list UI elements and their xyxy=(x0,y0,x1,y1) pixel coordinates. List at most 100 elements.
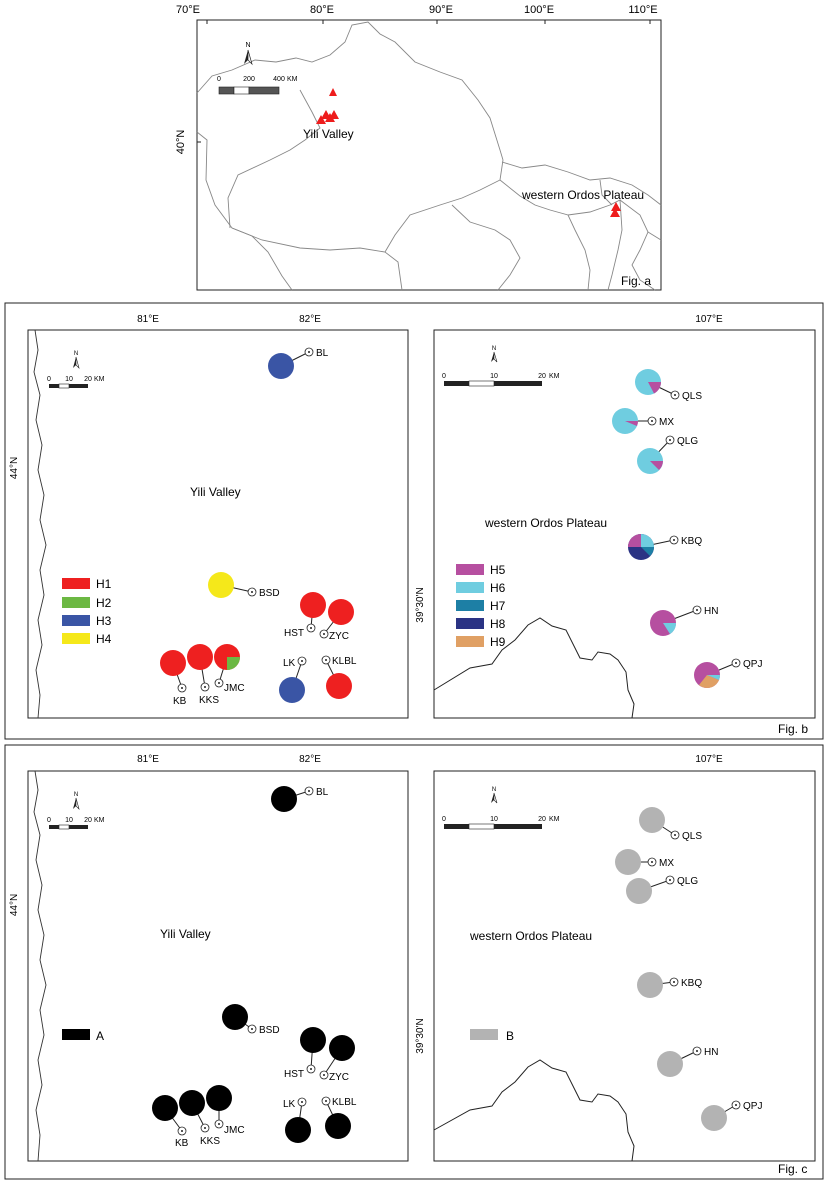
fig-a-lon-tick: 100°E xyxy=(524,4,554,16)
svg-text:20: 20 xyxy=(84,376,92,383)
fig-b-label: Fig. b xyxy=(778,722,808,736)
svg-text:N: N xyxy=(74,792,78,798)
fig-c-left-border-line xyxy=(33,770,47,1162)
pie-BL xyxy=(268,353,294,379)
fig-c-left-legend: A xyxy=(62,1029,104,1043)
fig-b-right-site-labels: QLS MX QLG KBQ HN QPJ xyxy=(659,391,762,670)
marker-ZYC xyxy=(329,1035,355,1061)
svg-text:KLBL: KLBL xyxy=(332,656,357,667)
fig-c-right-north-arrow: N xyxy=(491,787,498,804)
fig-b-left-pies xyxy=(160,353,354,703)
svg-text:MX: MX xyxy=(659,858,674,869)
svg-text:H9: H9 xyxy=(490,635,506,649)
pie-KLBL xyxy=(326,673,352,699)
region-label: western Ordos Plateau xyxy=(484,516,607,530)
svg-text:BSD: BSD xyxy=(259,588,280,599)
svg-text:0: 0 xyxy=(217,76,221,83)
marker-KLBL xyxy=(325,1113,351,1139)
fig-b-right-pies xyxy=(612,369,720,688)
fig-b-right-site-dots xyxy=(651,394,737,664)
svg-text:JMC: JMC xyxy=(224,683,245,694)
svg-text:LK: LK xyxy=(283,1099,296,1110)
svg-text:44°N: 44°N xyxy=(9,457,20,479)
fig-b-right-map: 107°E 39°30'N N 0 10 20 KM western Ordos… xyxy=(415,314,816,719)
svg-text:10: 10 xyxy=(65,817,73,824)
pie-QLG xyxy=(637,448,663,474)
fig-b-right-scale-bar: 0 10 20 KM xyxy=(442,373,560,387)
pie-BSD xyxy=(208,572,234,598)
svg-text:H5: H5 xyxy=(490,563,506,577)
fig-c-left-map: 81°E 82°E 44°N N 0 10 20 KM Yili Valley xyxy=(9,754,409,1162)
svg-text:QLS: QLS xyxy=(682,391,702,402)
svg-text:KM: KM xyxy=(287,76,298,83)
svg-text:H8: H8 xyxy=(490,617,506,631)
fig-c-left-scale-bar: 0 10 20 KM xyxy=(47,817,105,830)
fig-c-right-map: 107°E 39°30'N N 0 10 20 KM western Ordos… xyxy=(415,754,816,1162)
fig-c-right-border-line xyxy=(433,1059,635,1162)
svg-text:KBQ: KBQ xyxy=(681,978,702,989)
pie-HN xyxy=(650,610,677,636)
region-label: Yili Valley xyxy=(160,927,211,941)
marker-KB xyxy=(152,1095,178,1121)
fig-c-right-site-dots xyxy=(651,834,737,1106)
svg-text:KB: KB xyxy=(175,1138,189,1149)
svg-text:82°E: 82°E xyxy=(299,314,321,325)
svg-text:HST: HST xyxy=(284,628,304,639)
svg-text:QPJ: QPJ xyxy=(743,1101,762,1112)
fig-c-right-markers xyxy=(615,807,727,1131)
fig-b-right-frame xyxy=(433,329,816,719)
province-border-4 xyxy=(451,204,521,291)
svg-text:HN: HN xyxy=(704,1047,718,1058)
fig-a-sites-ordos xyxy=(610,202,621,217)
svg-text:KM: KM xyxy=(549,373,560,380)
fig-a-lat-tick: 40°N xyxy=(175,130,187,155)
marker-KKS xyxy=(179,1090,205,1116)
svg-text:KKS: KKS xyxy=(199,695,219,706)
svg-text:LK: LK xyxy=(283,658,296,669)
svg-text:ZYC: ZYC xyxy=(329,631,349,642)
marker-BSD xyxy=(222,1004,248,1030)
fig-b-panel: 81°E 82°E 44°N N 0 10 20 KM Yili Valley xyxy=(4,302,824,740)
svg-text:82°E: 82°E xyxy=(299,754,321,765)
fig-b-left-site-dots xyxy=(181,351,327,689)
svg-text:QLG: QLG xyxy=(677,436,698,447)
svg-text:107°E: 107°E xyxy=(695,314,723,325)
pie-ZYC xyxy=(328,599,354,625)
svg-text:KB: KB xyxy=(173,696,187,707)
marker-QPJ xyxy=(701,1105,727,1131)
pie-JMC xyxy=(214,644,240,670)
north-label: N xyxy=(245,42,250,49)
svg-text:BL: BL xyxy=(316,787,329,798)
svg-text:H4: H4 xyxy=(96,632,112,646)
svg-text:H7: H7 xyxy=(490,599,506,613)
fig-a-panel: 70°E 80°E 90°E 100°E 110°E 40°N xyxy=(175,4,662,291)
fig-a-sites-yili xyxy=(316,88,339,124)
fig-b-left-border-line xyxy=(33,329,47,719)
fig-c-panel: 81°E 82°E 44°N N 0 10 20 KM Yili Valley xyxy=(4,744,824,1180)
fig-c-left-site-dots xyxy=(181,790,327,1132)
marker-HST xyxy=(300,1027,326,1053)
svg-text:H3: H3 xyxy=(96,614,112,628)
fig-a-lon-tick: 80°E xyxy=(310,4,334,16)
region-label: Yili Valley xyxy=(190,485,241,499)
svg-text:0: 0 xyxy=(47,376,51,383)
svg-text:107°E: 107°E xyxy=(695,754,723,765)
fig-b-right-legend: H5 H6 H7 H8 H9 xyxy=(456,563,506,649)
fig-b-left-site-labels: BL BSD HST ZYC KB KKS JMC LK KLBL xyxy=(173,348,357,707)
svg-text:KM: KM xyxy=(94,376,105,383)
marker-QLS xyxy=(639,807,665,833)
svg-text:400: 400 xyxy=(273,76,285,83)
svg-text:KM: KM xyxy=(94,817,105,824)
svg-text:N: N xyxy=(74,351,78,357)
region-label-yili: Yili Valley xyxy=(303,127,354,141)
marker-JMC xyxy=(206,1085,232,1111)
fig-b-left-scale-bar: 0 10 20 KM xyxy=(47,376,105,389)
fig-c-right-site-labels: QLS MX QLG KBQ HN QPJ xyxy=(659,831,762,1112)
province-border-2 xyxy=(231,227,403,291)
svg-text:10: 10 xyxy=(490,816,498,823)
svg-text:BSD: BSD xyxy=(259,1025,280,1036)
fig-b-right-north-arrow: N xyxy=(491,346,498,363)
province-border-1 xyxy=(227,89,321,229)
pie-KB xyxy=(160,650,186,676)
